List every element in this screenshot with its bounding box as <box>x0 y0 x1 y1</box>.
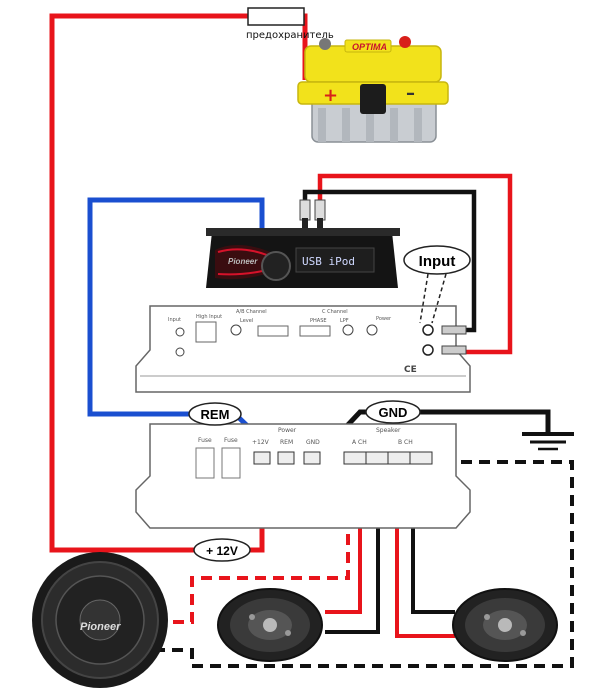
amp-top-lpf-label: LPF <box>340 318 349 324</box>
amp-fuse-label-2: Fuse <box>224 437 238 444</box>
amp-speaker-title: Speaker <box>376 427 401 434</box>
subwoofer: Pioneer <box>32 552 168 688</box>
head-unit-display <box>295 247 375 273</box>
rca-cable-red <box>317 173 513 355</box>
ground-symbol-icon <box>522 432 574 451</box>
amp-power-title: Power <box>278 427 297 434</box>
amp-input-jack-top <box>422 324 434 336</box>
v12-callout-text: + 12V <box>206 544 238 558</box>
sub-wire-neg-dashed <box>150 460 574 668</box>
battery-plus-sign: + <box>323 85 338 106</box>
gnd-callout: GND <box>365 400 421 424</box>
remote-wire <box>87 197 287 464</box>
amp-top-c-channel-label: C Channel <box>322 309 348 315</box>
amp-top-power-label: Power <box>376 316 392 322</box>
amp-rem-label: REM <box>280 439 293 446</box>
amp-ch-b-label: B CH <box>398 439 413 446</box>
terminal-12v <box>253 451 271 465</box>
amplifier-top: Input High Input A/B Channel C Channel L… <box>135 305 471 393</box>
battery: OPTIMA + – <box>297 36 449 143</box>
battery-positive-terminal <box>399 36 411 48</box>
head-unit-brand: Pioneer <box>228 257 258 266</box>
amp-fuse-label-1: Fuse <box>198 437 212 444</box>
head-unit-knob <box>261 251 291 281</box>
speaker-right <box>452 588 558 662</box>
battery-brand: OPTIMA <box>352 42 387 52</box>
amp-top-input-label: Input <box>168 317 181 323</box>
v12-callout: + 12V <box>193 538 251 562</box>
amp-gnd-label: GND <box>306 439 320 446</box>
amp-top-level-label: Level <box>240 318 253 324</box>
input-callout: Input <box>403 245 471 324</box>
amp-input-jack-bottom <box>422 344 434 356</box>
head-unit-display-text: USB iPod <box>302 255 355 268</box>
input-callout-text: Input <box>419 253 456 270</box>
subwoofer-brand: Pioneer <box>80 621 121 633</box>
head-unit: USB iPod Pioneer <box>206 228 400 288</box>
amp-ch-a-label: A CH <box>352 439 367 446</box>
fuse <box>247 7 305 26</box>
gnd-callout-text: GND <box>379 405 408 420</box>
amp-top-high-input-label: High Input <box>196 314 222 320</box>
amp-top-phase-label: PHASE <box>310 318 327 324</box>
terminal-rem <box>277 451 295 465</box>
amp-top-ab-channel-label: A/B Channel <box>236 309 267 315</box>
rem-callout-text: REM <box>201 407 230 422</box>
rem-callout: REM <box>188 402 242 426</box>
amp-12v-label: +12V <box>252 439 270 446</box>
amp-top-ce-mark: CE <box>404 365 417 375</box>
battery-minus-sign: – <box>406 83 415 104</box>
rca-plugs-icon <box>299 199 326 228</box>
speaker-left <box>217 588 323 662</box>
fuse-label: предохранитель <box>246 30 334 41</box>
terminal-gnd <box>303 451 321 465</box>
battery-negative-terminal <box>319 38 331 50</box>
amplifier-bottom: Fuse Fuse Power +12V REM GND Speaker A C… <box>135 423 471 529</box>
sub-wire-pos-dashed <box>150 462 350 624</box>
